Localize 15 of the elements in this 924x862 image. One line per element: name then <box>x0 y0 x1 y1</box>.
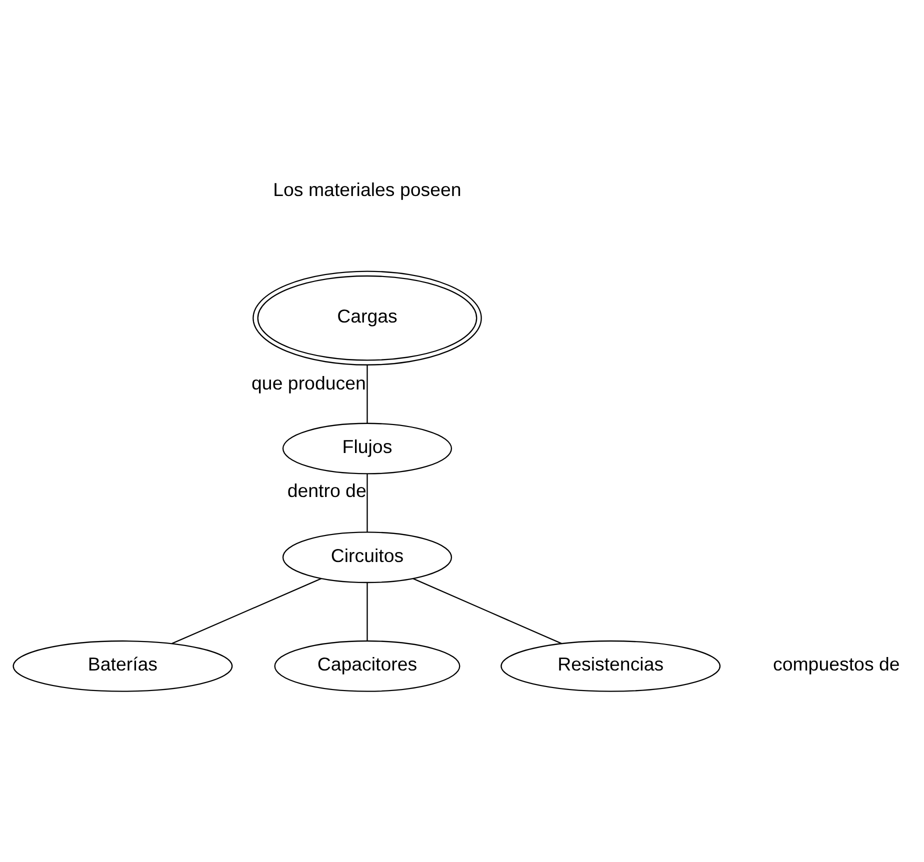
node-ellipse: Flujos <box>282 422 452 474</box>
connector <box>366 582 368 641</box>
connector <box>412 578 562 644</box>
node-ellipse: Baterías <box>12 640 233 692</box>
edge-label: dentro de <box>287 480 366 501</box>
edge-label: que producen <box>252 372 366 394</box>
node-ellipse: Capacitores <box>274 640 460 692</box>
connector <box>366 474 368 532</box>
node-ellipse: Circuitos <box>282 532 452 584</box>
node-ellipse: Resistencias <box>500 640 721 692</box>
label: Los materiales poseen <box>273 179 462 200</box>
label: compuestos de <box>772 654 900 675</box>
node-ellipse: Cargas <box>252 270 482 366</box>
connector <box>366 365 368 424</box>
connector <box>172 578 322 644</box>
